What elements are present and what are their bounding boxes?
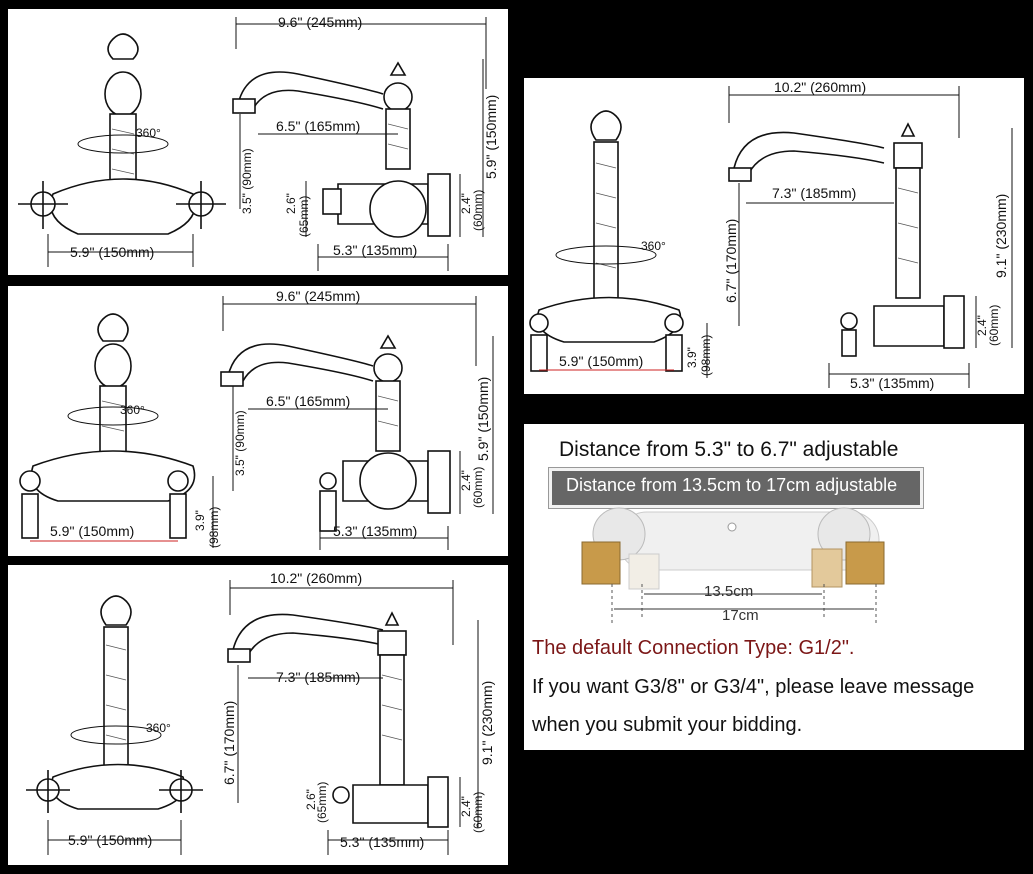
spread-label: 9.6" (245mm) <box>278 14 362 30</box>
centers-label: 5.9" (150mm) <box>559 353 643 369</box>
rotation-label: 360° <box>136 126 161 140</box>
wall-depth-mm-label: (60mm) <box>471 792 485 833</box>
wall-depth-label: 2.4" <box>975 315 989 336</box>
wall-depth-mm-label: (60mm) <box>471 190 485 231</box>
wall-depth-label: 2.4" <box>459 470 473 491</box>
adjustable-distance-inches: Distance from 5.3" to 6.7" adjustable <box>559 438 899 461</box>
adjustable-distance-cm: Distance from 13.5cm to 17cm adjustable <box>566 475 898 495</box>
base-width-label: 5.3" (135mm) <box>333 523 417 539</box>
total-height-label: 9.1" (230mm) <box>479 681 495 765</box>
rotation-label: 360° <box>641 239 666 253</box>
base-width-label: 5.3" (135mm) <box>850 375 934 391</box>
total-height-label: 5.9" (150mm) <box>483 95 499 179</box>
handle-height-label: 3.9" <box>193 510 207 531</box>
faucet-drawing: 360° 5.9" (150mm) 9.6" (245mm) 6.5" (165… <box>18 14 499 271</box>
side-view: 10.2" (260mm) 7.3" (185mm) 6.7" (170mm) … <box>221 570 495 855</box>
front-view: 360° 5.9" (150mm) <box>26 595 203 855</box>
spout-drop-label: 6.7" (170mm) <box>723 219 739 303</box>
rotation-label: 360° <box>120 403 145 417</box>
handle-height-label: 2.6" <box>304 789 318 810</box>
default-connection-text: The default Connection Type: G1/2". <box>532 637 855 659</box>
handle-height-mm-label: (65mm) <box>297 196 311 237</box>
side-view: 9.6" (245mm) 6.5" (165mm) 3.5" (90mm) 5.… <box>220 288 494 550</box>
centers-label: 5.9" (150mm) <box>50 523 134 539</box>
spread-label: 10.2" (260mm) <box>270 570 362 586</box>
spout-drop-label: 6.7" (170mm) <box>221 701 237 785</box>
reach-label: 6.5" (165mm) <box>266 393 350 409</box>
option-text-line-1: If you want G3/8" or G3/4", please leave… <box>532 676 975 698</box>
total-height-label: 5.9" (150mm) <box>475 377 491 461</box>
side-view: 9.6" (245mm) 6.5" (165mm) 3.5" (90mm) 5.… <box>232 14 499 271</box>
rotation-label: 360° <box>146 721 171 735</box>
wall-depth-mm-label: (60mm) <box>987 305 1001 346</box>
handle-height-mm-label: (65mm) <box>315 782 329 823</box>
wall-depth-label: 2.4" <box>459 796 473 817</box>
faucet-diagram-lever-handle-tall: 360° 5.9" (150mm) 3.9" (98mm) 10.2" (260… <box>524 78 1024 394</box>
connection-info-panel: Distance from 5.3" to 6.7" adjustable Di… <box>524 424 1024 750</box>
side-view: 10.2" (260mm) 7.3" (185mm) 6.7" (170mm) … <box>723 79 1013 391</box>
front-view: 360° 5.9" (150mm) 3.9" (98mm) <box>529 110 713 378</box>
handle-height-mm-label: (98mm) <box>207 507 221 548</box>
wall-depth-mm-label: (60mm) <box>471 467 485 508</box>
reach-label: 7.3" (185mm) <box>772 185 856 201</box>
adjustable-banner <box>549 468 923 508</box>
spout-drop-label: 3.5" (90mm) <box>233 410 247 476</box>
centers-label: 5.9" (150mm) <box>68 832 152 848</box>
inner-distance-label: 13.5cm <box>704 583 753 600</box>
spread-label: 9.6" (245mm) <box>276 288 360 304</box>
spout-drop-label: 3.5" (90mm) <box>240 148 254 214</box>
centers-label: 5.9" (150mm) <box>70 244 154 260</box>
base-width-label: 5.3" (135mm) <box>340 834 424 850</box>
option-text-line-2: when you submit your bidding. <box>532 714 803 736</box>
faucet-drawing: 360° 5.9" (150mm) 10.2" (260mm) 7.3" (18… <box>26 570 495 855</box>
total-height-label: 9.1" (230mm) <box>993 194 1009 278</box>
reach-label: 7.3" (185mm) <box>276 669 360 685</box>
spread-label: 10.2" (260mm) <box>774 79 866 95</box>
outer-distance-label: 17cm <box>722 607 759 624</box>
reach-label: 6.5" (165mm) <box>276 118 360 134</box>
base-width-label: 5.3" (135mm) <box>333 242 417 258</box>
handle-height-label: 2.6" <box>284 193 298 214</box>
wall-depth-label: 2.4" <box>459 193 473 214</box>
faucet-diagram-cross-handle-tall: 360° 5.9" (150mm) 10.2" (260mm) 7.3" (18… <box>8 565 508 865</box>
faucet-drawing: 360° 5.9" (150mm) 3.9" (98mm) 9.6" (245m… <box>19 288 494 550</box>
faucet-drawing: 360° 5.9" (150mm) 3.9" (98mm) 10.2" (260… <box>529 79 1013 391</box>
front-view: 360° 5.9" (150mm) 3.9" (98mm) <box>19 313 221 548</box>
faucet-diagram-lever-handle-short: 360° 5.9" (150mm) 3.9" (98mm) 9.6" (245m… <box>8 286 508 556</box>
faucet-diagram-cross-handle-short: 360° 5.9" (150mm) 9.6" (245mm) 6.5" (165… <box>8 9 508 275</box>
handle-height-label: 3.9" <box>685 347 699 368</box>
handle-height-mm-label: (98mm) <box>699 335 713 376</box>
front-view: 360° 5.9" (150mm) <box>18 33 226 267</box>
